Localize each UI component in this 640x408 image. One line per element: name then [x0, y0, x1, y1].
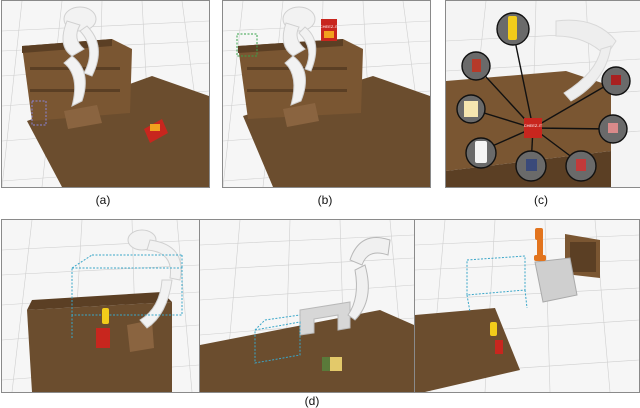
robot-arm-icon	[299, 237, 391, 336]
mustard-bottle-icon	[102, 308, 109, 324]
divider-2	[414, 220, 415, 392]
panel-a	[1, 0, 210, 188]
cereal-box-icon	[144, 119, 168, 143]
scene-d2	[200, 220, 414, 392]
bbox-cyan	[466, 255, 528, 313]
cereal-label: CHEEZ-IT	[320, 24, 339, 29]
table	[27, 76, 209, 187]
caption-a: (a)	[95, 193, 111, 207]
caption-d: (d)	[304, 394, 320, 408]
cereal-label-c: CHEEZ-IT	[524, 123, 543, 128]
cereal-box-icon	[495, 340, 503, 354]
orange-robot-arm-icon	[534, 228, 546, 261]
cereal-box-icon: CHEEZ-IT	[320, 19, 339, 41]
cereal-box-icon	[96, 328, 110, 348]
robot-arm-icon	[127, 229, 182, 329]
panel-b: CHEEZ-IT	[222, 0, 431, 188]
panel-c: CHEEZ-IT	[445, 0, 640, 188]
scene-b: CHEEZ-IT	[223, 1, 430, 187]
robot-arm-icon	[555, 19, 617, 102]
cereal-box-icon: CHEEZ-IT	[524, 118, 543, 138]
scene-a	[2, 1, 209, 187]
panel-d-2	[200, 220, 414, 392]
scene-d1	[2, 220, 199, 392]
bbox-purple	[31, 100, 47, 126]
gray-cabinet	[534, 257, 578, 303]
table	[200, 310, 414, 392]
divider-1	[199, 220, 200, 392]
mustard-bottle-icon	[490, 322, 497, 336]
caption-b: (b)	[317, 193, 333, 207]
bbox-cyan	[71, 254, 183, 338]
panel-d-3	[415, 220, 639, 392]
scene-d3	[415, 220, 639, 392]
caption-c: (c)	[534, 193, 548, 207]
panel-d	[1, 219, 640, 393]
mustard-bottle-icon	[508, 16, 517, 40]
scene-c: CHEEZ-IT	[446, 1, 640, 187]
panel-d-1	[2, 220, 199, 392]
robot-arm-icon	[62, 6, 99, 107]
bbox-cyan	[254, 314, 301, 364]
robot-arm-icon	[282, 6, 317, 106]
